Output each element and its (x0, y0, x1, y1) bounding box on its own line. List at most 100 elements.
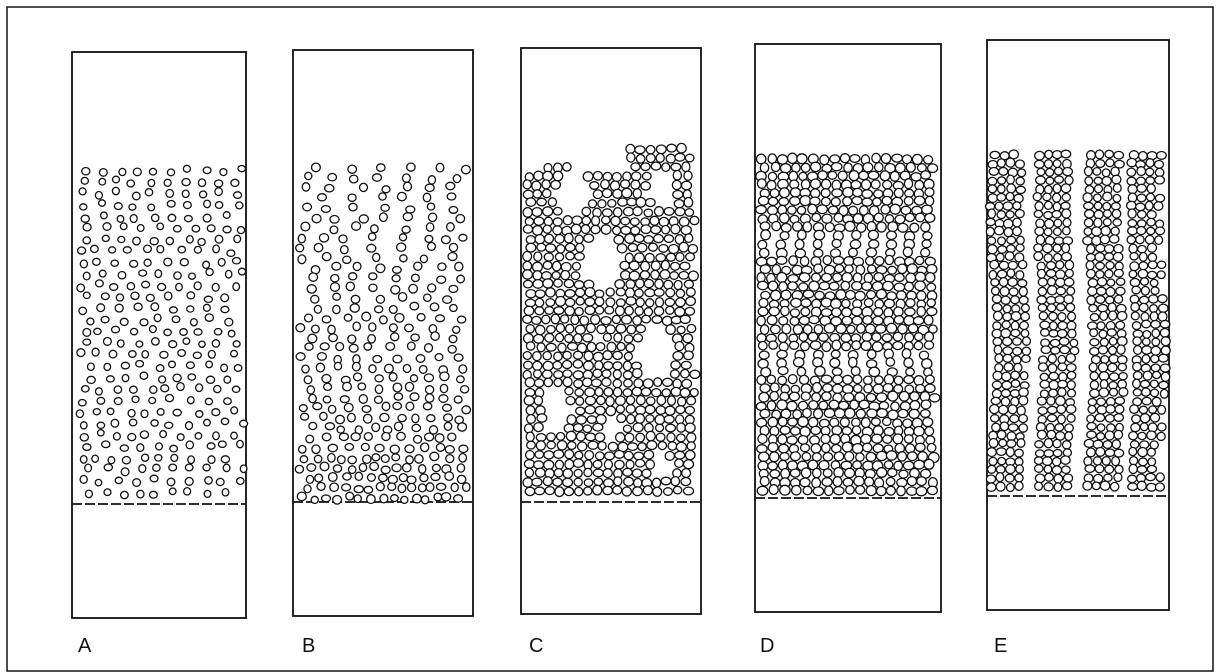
particle (686, 253, 695, 261)
particle (444, 414, 453, 421)
particle (426, 483, 434, 492)
particle (647, 441, 657, 450)
particle (856, 486, 865, 495)
particle (204, 490, 211, 497)
particle (679, 242, 688, 252)
particle (683, 334, 693, 343)
particle (1035, 474, 1044, 483)
particle (665, 298, 674, 306)
particle (533, 271, 542, 280)
particle (1053, 244, 1061, 252)
particle (990, 405, 999, 414)
particle (866, 486, 876, 496)
particle (1093, 457, 1101, 465)
particle (1053, 151, 1062, 159)
particle (338, 456, 346, 464)
particle (208, 456, 215, 464)
particle (814, 230, 825, 240)
particle (214, 386, 221, 393)
panels-group (72, 40, 1170, 618)
particle (410, 375, 417, 382)
particle (423, 403, 431, 410)
particle (1159, 354, 1169, 362)
particle (916, 443, 926, 451)
particle (1104, 210, 1112, 218)
particle (1101, 226, 1110, 235)
particle (1155, 194, 1164, 202)
particle (167, 201, 175, 208)
particle (1137, 184, 1146, 192)
particle (435, 354, 443, 361)
particle (220, 169, 227, 176)
particle (82, 386, 89, 392)
particle (173, 374, 181, 382)
particle (566, 252, 575, 260)
particle (622, 188, 632, 197)
particle (1132, 286, 1141, 294)
particle (914, 196, 924, 205)
particle (82, 168, 90, 175)
particle (333, 496, 342, 505)
particle (412, 414, 419, 423)
particle (382, 186, 390, 193)
particle (681, 370, 690, 378)
particle (1016, 177, 1024, 185)
particle (883, 181, 892, 189)
particle (453, 326, 460, 333)
particle (1007, 484, 1015, 492)
particle (1056, 396, 1066, 405)
particle (853, 375, 862, 384)
particle (616, 306, 625, 315)
particle (824, 409, 835, 418)
particle (137, 444, 144, 452)
particle (862, 198, 872, 206)
particle (903, 247, 912, 257)
particle (445, 446, 454, 454)
particle (324, 383, 332, 390)
particle (908, 452, 918, 461)
particle (1061, 456, 1070, 464)
particle (987, 448, 996, 457)
particle (544, 253, 553, 261)
particle (757, 486, 768, 495)
particle (877, 393, 887, 402)
particle (77, 349, 85, 357)
particle (533, 352, 542, 361)
particle (833, 375, 843, 384)
particle (641, 225, 651, 234)
particle (1096, 244, 1105, 252)
particle (535, 451, 544, 459)
particle (836, 324, 846, 333)
particle (413, 494, 422, 503)
particle (1068, 329, 1076, 338)
particle (526, 342, 534, 350)
particle (921, 222, 930, 231)
particle (872, 153, 881, 162)
particle (166, 395, 174, 402)
particle (1016, 465, 1024, 473)
particle (811, 426, 821, 434)
particle (906, 273, 916, 283)
particle (681, 478, 691, 486)
particle (642, 469, 651, 477)
particle (1043, 193, 1051, 201)
particle (1038, 269, 1046, 278)
particle (778, 367, 788, 375)
particle (624, 477, 634, 486)
particle (547, 433, 556, 441)
particle (214, 329, 221, 335)
particle (553, 171, 562, 181)
particle (580, 316, 589, 325)
particle (587, 324, 596, 333)
particle (1114, 473, 1122, 481)
particle (1108, 363, 1117, 371)
particle (343, 256, 351, 263)
particle (157, 409, 164, 416)
particle (1110, 482, 1118, 491)
particle (658, 442, 666, 450)
particle (533, 280, 543, 289)
particle (395, 314, 404, 323)
particle (800, 196, 811, 206)
particle (843, 188, 853, 198)
particle (354, 373, 362, 381)
